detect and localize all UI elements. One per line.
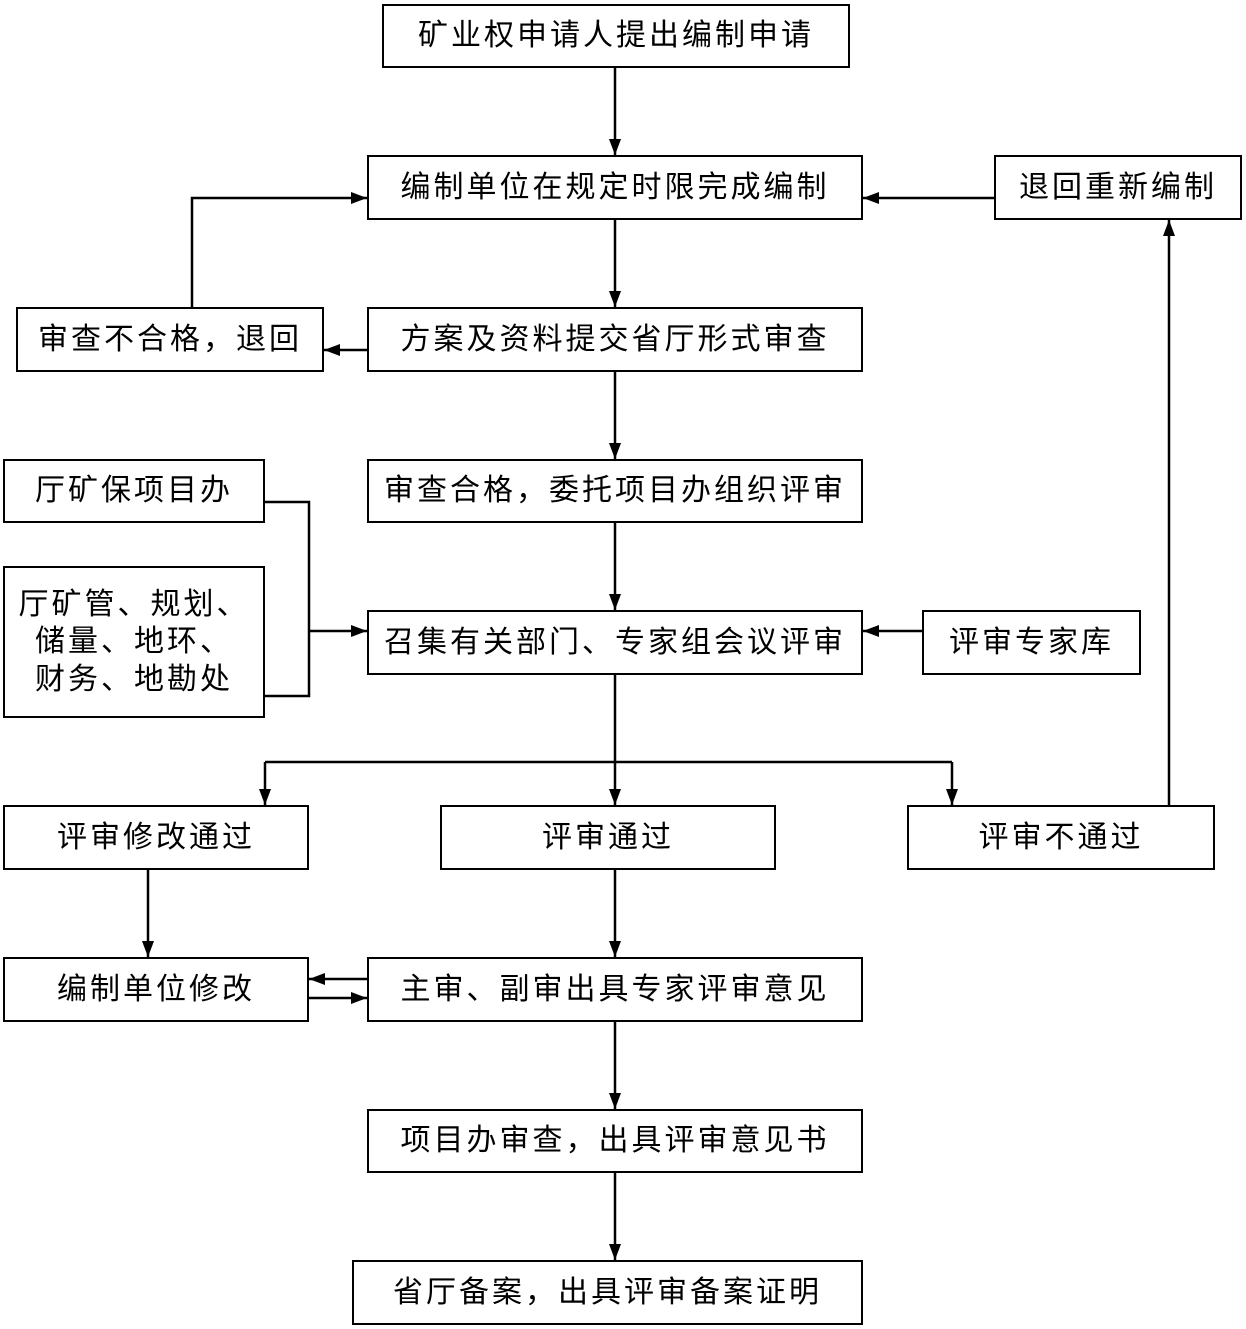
node-unit-modify: 编制单位修改 (3, 957, 309, 1022)
node-opinions: 主审、副审出具专家评审意见 (367, 957, 863, 1022)
node-fail-return: 审查不合格，退回 (16, 307, 324, 372)
node-submit: 方案及资料提交省厅形式审查 (367, 307, 863, 372)
node-not-pass: 评审不通过 (907, 805, 1215, 870)
arrow-fail-to-compile (190, 192, 367, 307)
node-pass-modify: 评审修改通过 (3, 805, 309, 870)
node-return-recompile: 退回重新编制 (994, 155, 1242, 220)
node-office-review: 项目办审查，出具评审意见书 (367, 1109, 863, 1173)
node-office: 厅矿保项目办 (3, 459, 265, 523)
node-expert-pool: 评审专家库 (922, 610, 1141, 675)
node-filing: 省厅备案，出具评审备案证明 (352, 1260, 863, 1325)
node-entrust: 审查合格，委托项目办组织评审 (367, 459, 863, 523)
bracket-office-departments (265, 500, 311, 698)
node-compile: 编制单位在规定时限完成编制 (367, 155, 863, 220)
node-departments: 厅矿管、规划、 储量、地环、 财务、地勘处 (3, 566, 265, 718)
node-meeting: 召集有关部门、专家组会议评审 (367, 610, 863, 675)
node-pass: 评审通过 (440, 805, 776, 870)
node-apply: 矿业权申请人提出编制申请 (382, 4, 850, 68)
